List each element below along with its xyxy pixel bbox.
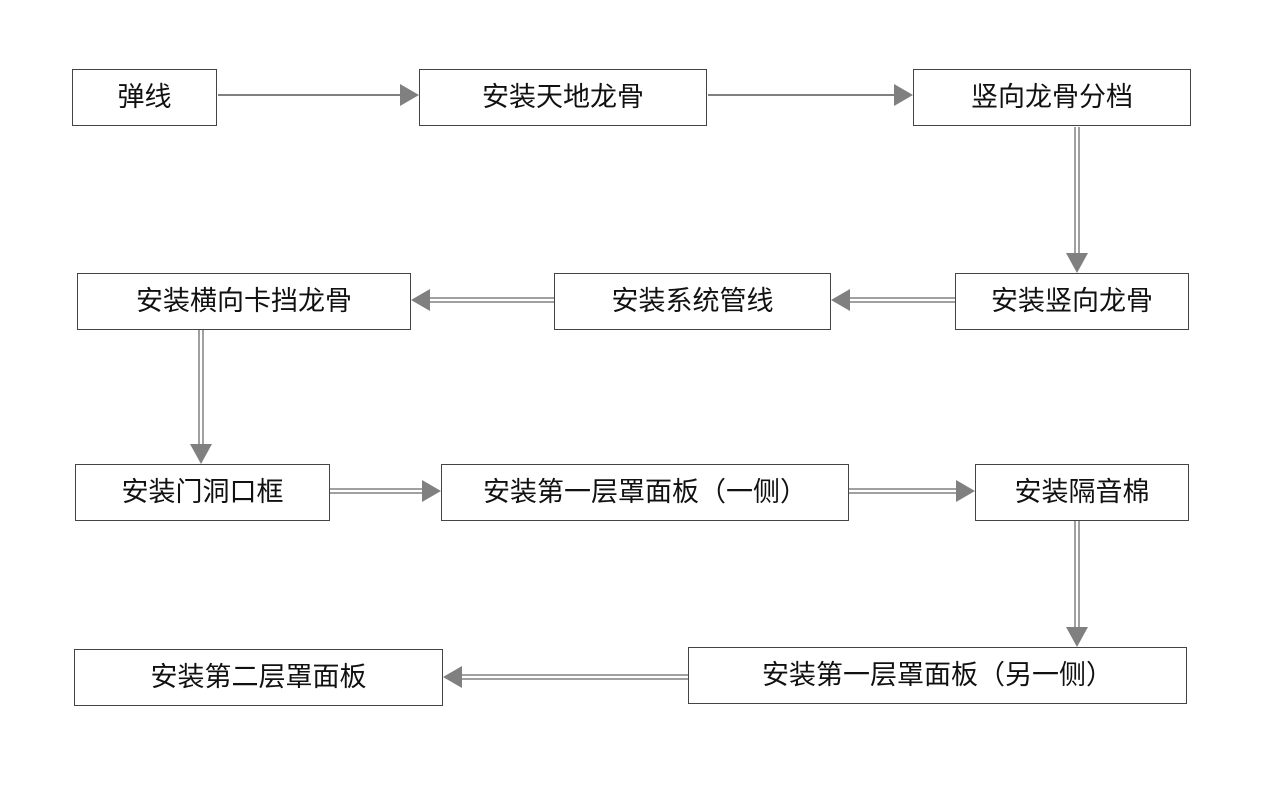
arrow-s7-to-s8 bbox=[330, 480, 441, 502]
arrow-s1-to-s2 bbox=[218, 84, 419, 106]
step-install-first-panel-side-a: 安装第一层罩面板（一侧） bbox=[441, 464, 849, 521]
step-label: 安装天地龙骨 bbox=[482, 82, 644, 113]
step-label: 安装系统管线 bbox=[611, 286, 774, 317]
step-stud-spacing-layout: 竖向龙骨分档 bbox=[913, 69, 1191, 126]
arrow-s5-to-s6 bbox=[411, 289, 554, 311]
step-label: 安装第一层罩面板（另一侧） bbox=[762, 660, 1113, 691]
arrow-s6-to-s7 bbox=[190, 330, 212, 464]
step-install-door-frame: 安装门洞口框 bbox=[75, 464, 330, 521]
arrow-s10-to-s11 bbox=[443, 666, 688, 688]
arrow-s8-to-s9 bbox=[849, 480, 975, 502]
step-install-acoustic-insulation: 安装隔音棉 bbox=[975, 464, 1189, 521]
step-label: 竖向龙骨分档 bbox=[971, 82, 1133, 113]
step-install-floor-ceiling-track: 安装天地龙骨 bbox=[419, 69, 707, 126]
step-label: 弹线 bbox=[117, 82, 172, 113]
step-label: 安装竖向龙骨 bbox=[991, 286, 1153, 317]
arrow-s4-to-s5 bbox=[831, 289, 955, 311]
step-install-horizontal-bracing: 安装横向卡挡龙骨 bbox=[77, 273, 411, 330]
arrow-s9-to-s10 bbox=[1066, 521, 1088, 647]
arrow-s3-to-s4 bbox=[1066, 127, 1088, 273]
step-label: 安装第一层罩面板（一侧） bbox=[483, 477, 807, 508]
step-label: 安装第二层罩面板 bbox=[150, 662, 367, 693]
step-label: 安装隔音棉 bbox=[1014, 477, 1150, 508]
step-label: 安装横向卡挡龙骨 bbox=[136, 286, 352, 317]
step-install-second-panel-layer: 安装第二层罩面板 bbox=[74, 649, 443, 706]
step-install-vertical-studs: 安装竖向龙骨 bbox=[955, 273, 1189, 330]
step-label: 安装门洞口框 bbox=[121, 477, 284, 508]
step-install-first-panel-side-b: 安装第一层罩面板（另一侧） bbox=[688, 647, 1187, 704]
step-install-system-pipelines: 安装系统管线 bbox=[554, 273, 831, 330]
arrow-s2-to-s3 bbox=[708, 84, 913, 106]
step-tan-xian: 弹线 bbox=[72, 69, 217, 126]
